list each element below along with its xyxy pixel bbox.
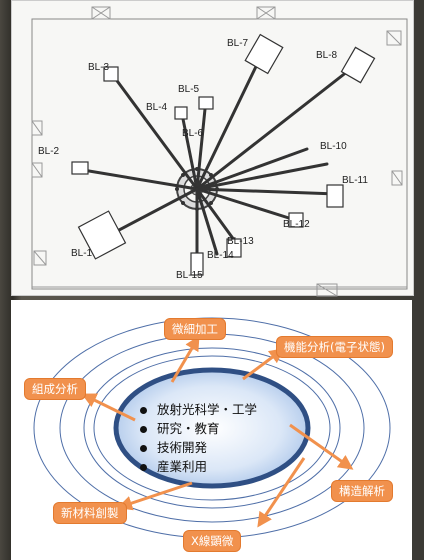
label-bl-1: BL-1: [71, 248, 93, 259]
tag-xray-microscope: X線顕微: [183, 530, 242, 552]
label-bl-11: BL-11: [342, 175, 368, 186]
beamline-drawing: [11, 0, 414, 297]
label-bl-2: BL-2: [38, 146, 60, 157]
label-bl-4: BL-4: [146, 102, 168, 113]
center-item: 研究・教育: [140, 419, 257, 438]
tag-functional-analysis: 機能分析(電子状態): [276, 336, 393, 358]
label-bl-13: BL-13: [227, 236, 254, 247]
tag-structure-analysis: 構造解析: [331, 480, 393, 502]
label-bl-14: BL-14: [207, 250, 234, 261]
label-bl-12: BL-12: [283, 219, 310, 230]
center-item: 産業利用: [140, 457, 257, 476]
center-item: 技術開発: [140, 438, 257, 457]
label-bl-10: BL-10: [320, 141, 347, 152]
tag-micro-fabrication: 微細加工: [164, 318, 226, 340]
center-item: 放射光科学・工学: [140, 400, 257, 419]
tag-composition-analysis: 組成分析: [24, 378, 86, 400]
center-items: 放射光科学・工学 研究・教育 技術開発 産業利用: [140, 400, 257, 476]
beamline-layout-drawing: [31, 6, 408, 297]
label-bl-8: BL-8: [316, 50, 338, 61]
label-bl-3: BL-3: [88, 62, 110, 73]
label-bl-6: BL-6: [182, 128, 204, 139]
label-bl-5: BL-5: [178, 84, 200, 95]
label-bl-15: BL-15: [176, 270, 203, 281]
label-bl-7: BL-7: [227, 38, 249, 49]
tag-new-materials: 新材料創製: [53, 502, 127, 524]
